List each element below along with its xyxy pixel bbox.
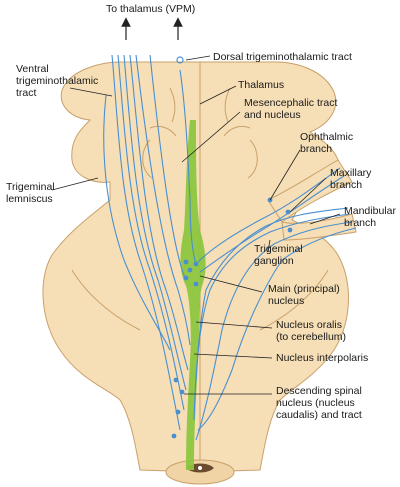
diencephalon-shape bbox=[42, 61, 201, 473]
leader-lines bbox=[51, 55, 341, 395]
nucleus-oralis-label-1: Nucleus oralis bbox=[276, 319, 342, 331]
main-nucleus-label-2: nucleus bbox=[268, 295, 304, 307]
trigeminal-nerve-root bbox=[267, 159, 353, 223]
mesencephalic-label-1: Mesencephalic tract bbox=[244, 97, 337, 109]
mandibular-label-1: Mandibular bbox=[344, 205, 396, 217]
ophthalmic-label-2: branch bbox=[300, 143, 332, 155]
spinal-cord-section-icon bbox=[165, 459, 235, 485]
main-nucleus-label-1: Main (principal) bbox=[268, 283, 340, 295]
thalamus-label: Thalamus bbox=[238, 79, 284, 91]
descending-fibers bbox=[193, 167, 357, 441]
nucleus-oralis-label-2: (to cerebellum) bbox=[276, 331, 346, 343]
mandibular-label-2: branch bbox=[344, 217, 376, 229]
to-thalamus-label: To thalamus (VPM) bbox=[106, 3, 195, 15]
ascending-fibers bbox=[103, 54, 197, 431]
trigeminal-ganglion-label-1: Trigeminal bbox=[254, 243, 303, 255]
ventral-tract-label-1: Ventral bbox=[16, 63, 49, 75]
fiber-node-icon bbox=[171, 56, 293, 439]
ophthalmic-label-1: Ophthalmic bbox=[300, 131, 353, 143]
maxillary-label-2: branch bbox=[330, 179, 362, 191]
dorsal-tract-label: Dorsal trigeminothalamic tract bbox=[213, 51, 352, 63]
ventral-tract-label-2: trigeminothalamic bbox=[16, 75, 98, 87]
diencephalon-shape-right bbox=[199, 61, 349, 473]
sensory-nucleus-column bbox=[180, 120, 206, 470]
trigeminal-lemniscus-label-2: lemniscus bbox=[6, 193, 53, 205]
ventral-tract-label-3: tract bbox=[16, 87, 37, 99]
up-arrow-icon bbox=[121, 17, 183, 40]
descending-spinal-label-2: nucleus (nucleus bbox=[276, 397, 355, 409]
mesencephalic-label-2: and nucleus bbox=[244, 109, 301, 121]
descending-spinal-label-3: caudalis) and tract bbox=[276, 409, 362, 421]
nucleus-interpolaris-label: Nucleus interpolaris bbox=[276, 352, 368, 364]
maxillary-label-1: Maxillary bbox=[330, 167, 372, 179]
trigeminal-ganglion-label-2: ganglion bbox=[254, 255, 294, 267]
descending-spinal-label-1: Descending spinal bbox=[276, 385, 362, 397]
brainstem-outline bbox=[42, 61, 357, 473]
trigeminal-lemniscus-label-1: Trigeminal bbox=[6, 181, 55, 193]
